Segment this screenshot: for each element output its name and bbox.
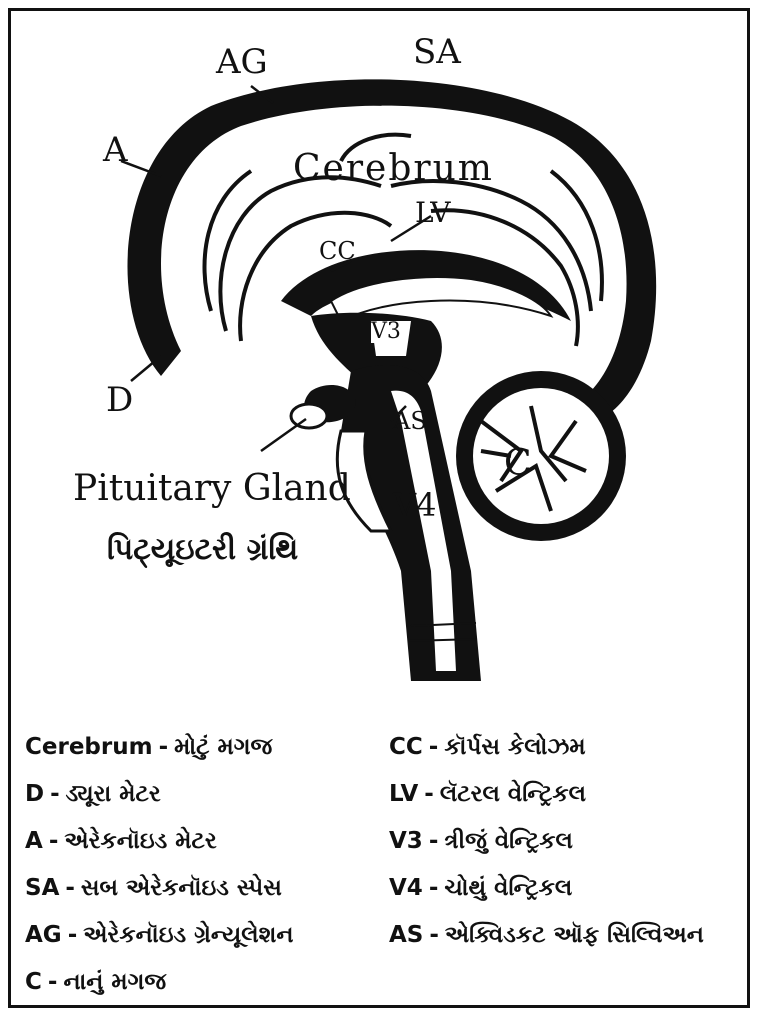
label-pituitary-gu: પિટ્યૂઇટરી ગ્રંથિ <box>107 535 298 565</box>
legend-text: કૉર્પસ કેલોઝમ <box>444 734 585 760</box>
legend-row: AS-એક્વિડકટ ઑફ સિલ્વિઅન <box>389 911 749 958</box>
legend-separator: - <box>429 875 439 901</box>
legend-separator: - <box>429 734 439 760</box>
legend-separator: - <box>429 828 439 854</box>
legend-row: C-નાનું મગજ <box>25 958 385 1005</box>
legend-separator: - <box>65 875 75 901</box>
legend-row: CC-કૉર્પસ કેલોઝમ <box>389 723 749 770</box>
legend-separator: - <box>159 734 169 760</box>
label-v3: V3 <box>371 321 401 343</box>
legend-right-column: CC-કૉર્પસ કેલોઝમ LV-લૅટરલ વેન્ટ્રિકલ V3-… <box>389 723 749 958</box>
legend-separator: - <box>50 781 60 807</box>
label-as: AS <box>393 409 427 433</box>
legend-row: V3-ત્રીજું વેન્ટ્રિકલ <box>389 817 749 864</box>
legend-row: LV-લૅટરલ વેન્ટ્રિકલ <box>389 770 749 817</box>
legend-text: નાનું મગજ <box>63 969 166 995</box>
legend-row: SA-સબ એરેકનૉઇડ સ્પેસ <box>25 864 385 911</box>
legend-separator: - <box>424 781 434 807</box>
legend-separator: - <box>48 969 58 995</box>
label-a: A <box>103 133 128 167</box>
label-ag: AG <box>216 45 268 79</box>
legend-row: D-ડ્યૂરા મેટર <box>25 770 385 817</box>
legend-text: એક્વિડકટ ઑફ સિલ્વિઅન <box>445 922 704 948</box>
legend-abbr: Cerebrum <box>25 734 153 760</box>
legend-abbr: CC <box>389 734 423 760</box>
legend-text: સબ એરેકનૉઇડ સ્પેસ <box>81 875 282 901</box>
legend-text: લૅટરલ વેન્ટ્રિકલ <box>440 781 586 807</box>
legend-abbr: AG <box>25 922 62 948</box>
legend-row: A-એરેકનૉઇડ મેટર <box>25 817 385 864</box>
cerebellum-body <box>473 388 609 524</box>
legend-text: ડ્યૂરા મેટર <box>66 781 161 807</box>
legend-row: V4-ચોથું વેન્ટ્રિકલ <box>389 864 749 911</box>
label-cc: CC <box>319 239 356 263</box>
legend-abbr: V4 <box>389 875 423 901</box>
label-cerebrum: Cerebrum <box>293 151 494 187</box>
legend-abbr: C <box>25 969 42 995</box>
legend-text: એરેકનૉઇડ ગ્રેન્યૂલેશન <box>83 922 293 948</box>
legend-abbr: V3 <box>389 828 423 854</box>
label-c: C <box>504 446 532 482</box>
legend-separator: - <box>429 922 439 948</box>
legend: Cerebrum-મોટું મગજ D-ડ્યૂરા મેટર A-એરેકન… <box>11 711 753 1011</box>
legend-text: ત્રીજું વેન્ટ્રિકલ <box>444 828 573 854</box>
legend-abbr: D <box>25 781 44 807</box>
legend-separator: - <box>68 922 78 948</box>
label-lv: LV <box>415 199 451 227</box>
label-sa: SA <box>413 35 461 69</box>
legend-text: એરેકનૉઇડ મેટર <box>64 828 216 854</box>
legend-separator: - <box>49 828 59 854</box>
legend-row: AG-એરેકનૉઇડ ગ્રેન્યૂલેશન <box>25 911 385 958</box>
legend-abbr: AS <box>389 922 423 948</box>
brain-figure: AG SA A Cerebrum LV CC V3 D AS C V4 Pitu… <box>11 11 753 701</box>
label-pituitary-en: Pituitary Gland <box>73 471 351 507</box>
legend-abbr: A <box>25 828 43 854</box>
legend-abbr: SA <box>25 875 59 901</box>
diagram-frame: AG SA A Cerebrum LV CC V3 D AS C V4 Pitu… <box>8 8 750 1008</box>
brain-sagittal-section <box>11 11 753 701</box>
legend-row: Cerebrum-મોટું મગજ <box>25 723 385 770</box>
legend-abbr: LV <box>389 781 418 807</box>
legend-text: ચોથું વેન્ટ્રિકલ <box>444 875 572 901</box>
legend-left-column: Cerebrum-મોટું મગજ D-ડ્યૂરા મેટર A-એરેકન… <box>25 723 385 1005</box>
label-v4: V4 <box>393 489 436 521</box>
label-d: D <box>106 383 133 417</box>
legend-text: મોટું મગજ <box>174 734 272 760</box>
